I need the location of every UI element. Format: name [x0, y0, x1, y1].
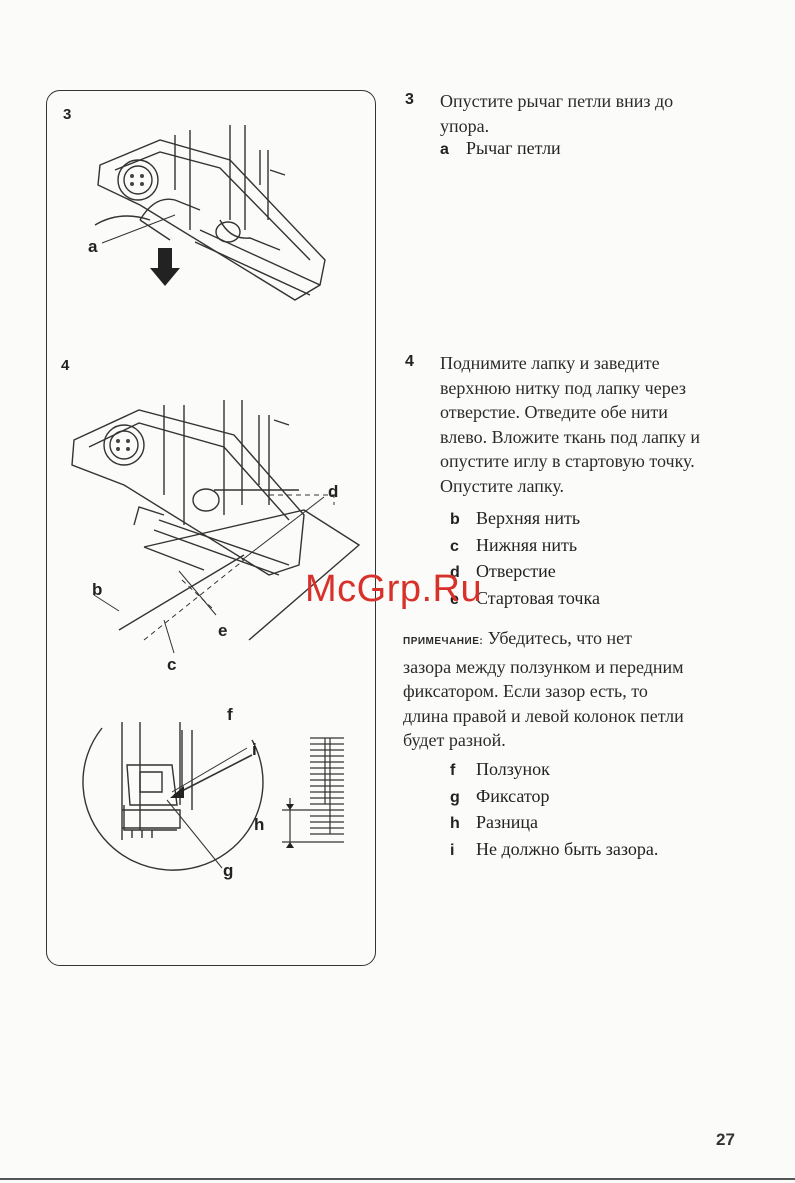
legend-letter: h — [450, 815, 460, 832]
bottom-rule — [0, 1178, 795, 1180]
figure-5-label-f: f — [227, 705, 233, 724]
figure-3-lever-illustration — [94, 125, 326, 301]
legend-text: Не должно быть зазора. — [476, 838, 659, 859]
step-4-text: Поднимите лапку и заведите верхнюю нитку… — [440, 351, 700, 498]
legend-item-b: b Верхняя нить — [450, 506, 600, 533]
step-4-line: Опустите лапку. — [440, 475, 565, 496]
legend-item-g: g Фиксатор — [450, 784, 658, 811]
watermark: McGrp.Ru — [305, 568, 483, 610]
note-legend: f Ползунок g Фиксатор h Разница i Не дол… — [450, 757, 658, 863]
legend-letter: b — [450, 511, 460, 528]
legend-item-i: i Не должно быть зазора. — [450, 837, 658, 864]
legend-item-f: f Ползунок — [450, 757, 658, 784]
note-line: длина правой и левой колонок петли — [403, 705, 684, 726]
step-4-line: верхнюю нитку под лапку через — [440, 377, 687, 398]
note-line: будет разной. — [403, 730, 506, 750]
step-4-line: отверстие. Отведите обе нити — [440, 402, 668, 422]
page-number: 27 — [716, 1130, 735, 1149]
legend-text: Рычаг петли — [466, 138, 561, 158]
figure-4-number: 4 — [61, 357, 70, 374]
legend-item-d: d Отверстие — [450, 559, 600, 586]
figure-5-label-i: i — [252, 740, 257, 759]
legend-item-h: h Разница — [450, 810, 658, 837]
figure-4-label-c: c — [167, 655, 177, 674]
figure-3-label-a: a — [88, 237, 98, 256]
note-label: ПРИМЕЧАНИЕ: — [403, 636, 484, 647]
step-4-number: 4 — [405, 353, 414, 370]
figure-4-label-b: b — [92, 580, 103, 599]
note-first-line-text: Убедитесь, что нет — [487, 628, 632, 648]
legend-letter: e — [450, 590, 459, 608]
step-4-legend: b Верхняя нить c Нижняя нить d Отверстие… — [450, 506, 600, 612]
illustration-panel — [46, 90, 376, 966]
legend-text: Стартовая точка — [476, 587, 600, 608]
legend-letter: g — [450, 788, 460, 806]
legend-text: Верхняя нить — [476, 508, 581, 528]
figure-4-label-e: e — [218, 621, 228, 640]
step-3-text: Опустите рычаг петли вниз до упора. — [440, 89, 673, 138]
note-block: ПРИМЕЧАНИЕ: Убедитесь, что нет зазора ме… — [403, 626, 684, 753]
legend-text: Фиксатор — [476, 785, 550, 806]
step-3-number: 3 — [405, 91, 414, 108]
legend-letter: f — [450, 762, 456, 779]
note-line: фиксатором. Если зазор есть, то — [403, 681, 648, 701]
figure-5-label-g: g — [223, 861, 234, 880]
legend-item-a: a Рычаг петли — [440, 136, 561, 163]
legend-text: Ползунок — [476, 759, 550, 779]
figure-5-label-h: h — [254, 815, 265, 834]
step-3-line: Опустите рычаг петли вниз до — [440, 91, 674, 111]
figure-3-number: 3 — [63, 106, 72, 123]
step-3-legend: a Рычаг петли — [440, 136, 561, 163]
step-3-line: упора. — [440, 115, 490, 136]
legend-letter: c — [450, 537, 459, 555]
legend-item-e: e Стартовая точка — [450, 586, 600, 613]
legend-text: Разница — [476, 812, 538, 832]
legend-letter: d — [450, 564, 460, 581]
note-first-line: ПРИМЕЧАНИЕ: Убедитесь, что нет — [403, 626, 684, 655]
note-line: зазора между ползунком и передним — [403, 656, 684, 677]
figure-4-label-d: d — [328, 482, 339, 501]
step-4-line: опустите иглу в стартовую точку. — [440, 451, 695, 471]
legend-text: Отверстие — [476, 561, 556, 581]
figure-4-threading-illustration — [71, 400, 361, 654]
legend-item-c: c Нижняя нить — [450, 533, 600, 560]
step-4-line: влево. Вложите ткань под лапку и — [440, 426, 701, 447]
legend-letter: a — [440, 141, 449, 158]
step-4-line: Поднимите лапку и заведите — [440, 353, 660, 373]
figure-5-slider-detail-illustration — [82, 722, 344, 871]
legend-text: Нижняя нить — [476, 534, 578, 555]
legend-letter: i — [450, 841, 455, 859]
